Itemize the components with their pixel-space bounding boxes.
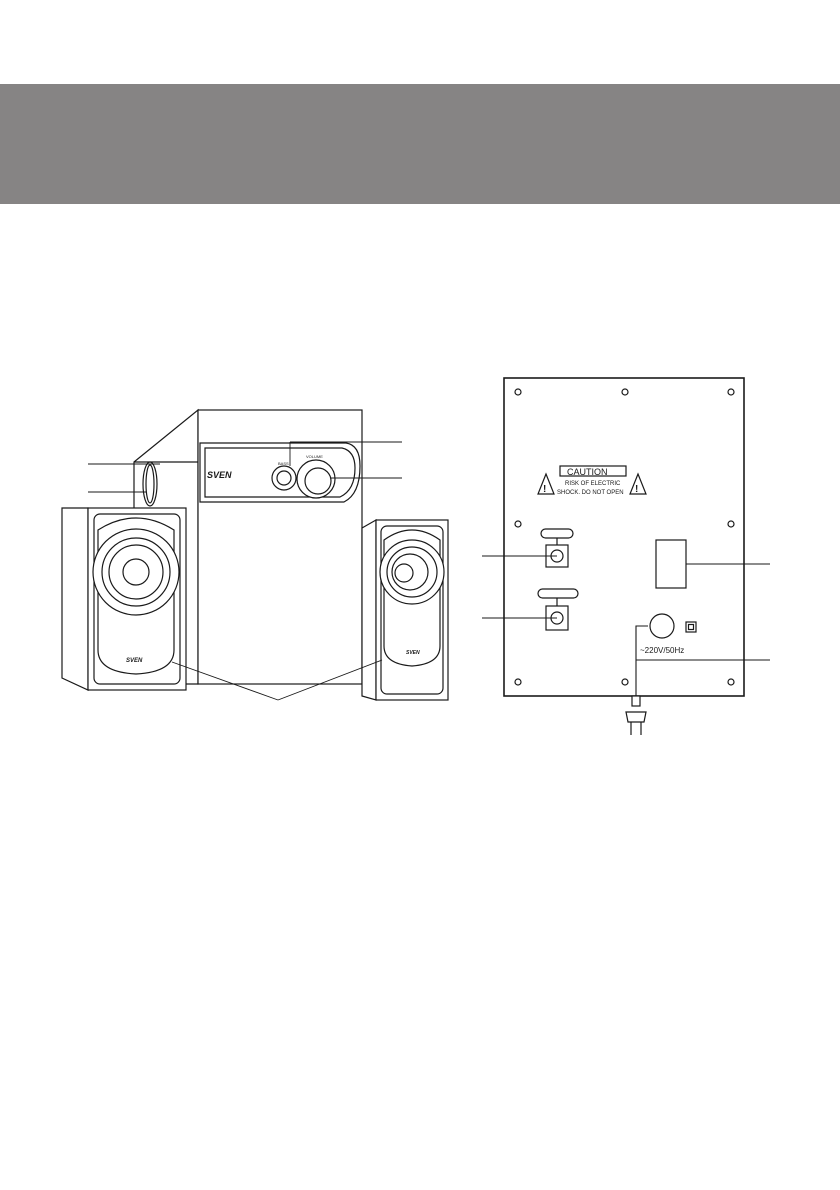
bass-reflex-port [142,461,158,507]
right-speaker: SVEN [361,518,449,701]
svg-text:!: ! [635,484,638,495]
volume-knob [296,459,336,499]
power-cord-plug [625,625,648,735]
left-speaker-dustcap [122,558,150,586]
bass-knob [271,465,297,491]
bass-knob-label: BASS [278,461,289,466]
right-speaker-logo: SVEN [406,650,420,656]
volume-knob-label: VOLUME [306,454,323,459]
rear-leader-lines [482,555,770,661]
right-speaker-dustcap [394,563,414,583]
header-band [0,84,840,204]
left-speaker: SVEN [61,507,187,691]
subwoofer-rear-panel: ! ! CAUTION RISK OF ELECTRIC SHOCK. DO N… [503,377,745,697]
svg-text:!: ! [543,484,546,495]
power-rating: ~220V/50Hz [640,646,684,655]
caution-line-2: SHOCK. DO NOT OPEN [557,490,624,496]
power-cord-exit [649,613,675,639]
screw-holes [514,388,735,686]
input-jack-2 [537,588,579,631]
subwoofer-logo: SVEN [207,470,232,480]
front-leader-lines [88,441,402,701]
caution-line-1: RISK OF ELECTRIC [565,481,621,487]
left-speaker-logo: SVEN [126,658,143,664]
caution-label: ! ! CAUTION RISK OF ELECTRIC SHOCK. DO N… [537,465,647,496]
double-insulation-icon [685,621,697,633]
caution-title: CAUTION [567,467,608,477]
